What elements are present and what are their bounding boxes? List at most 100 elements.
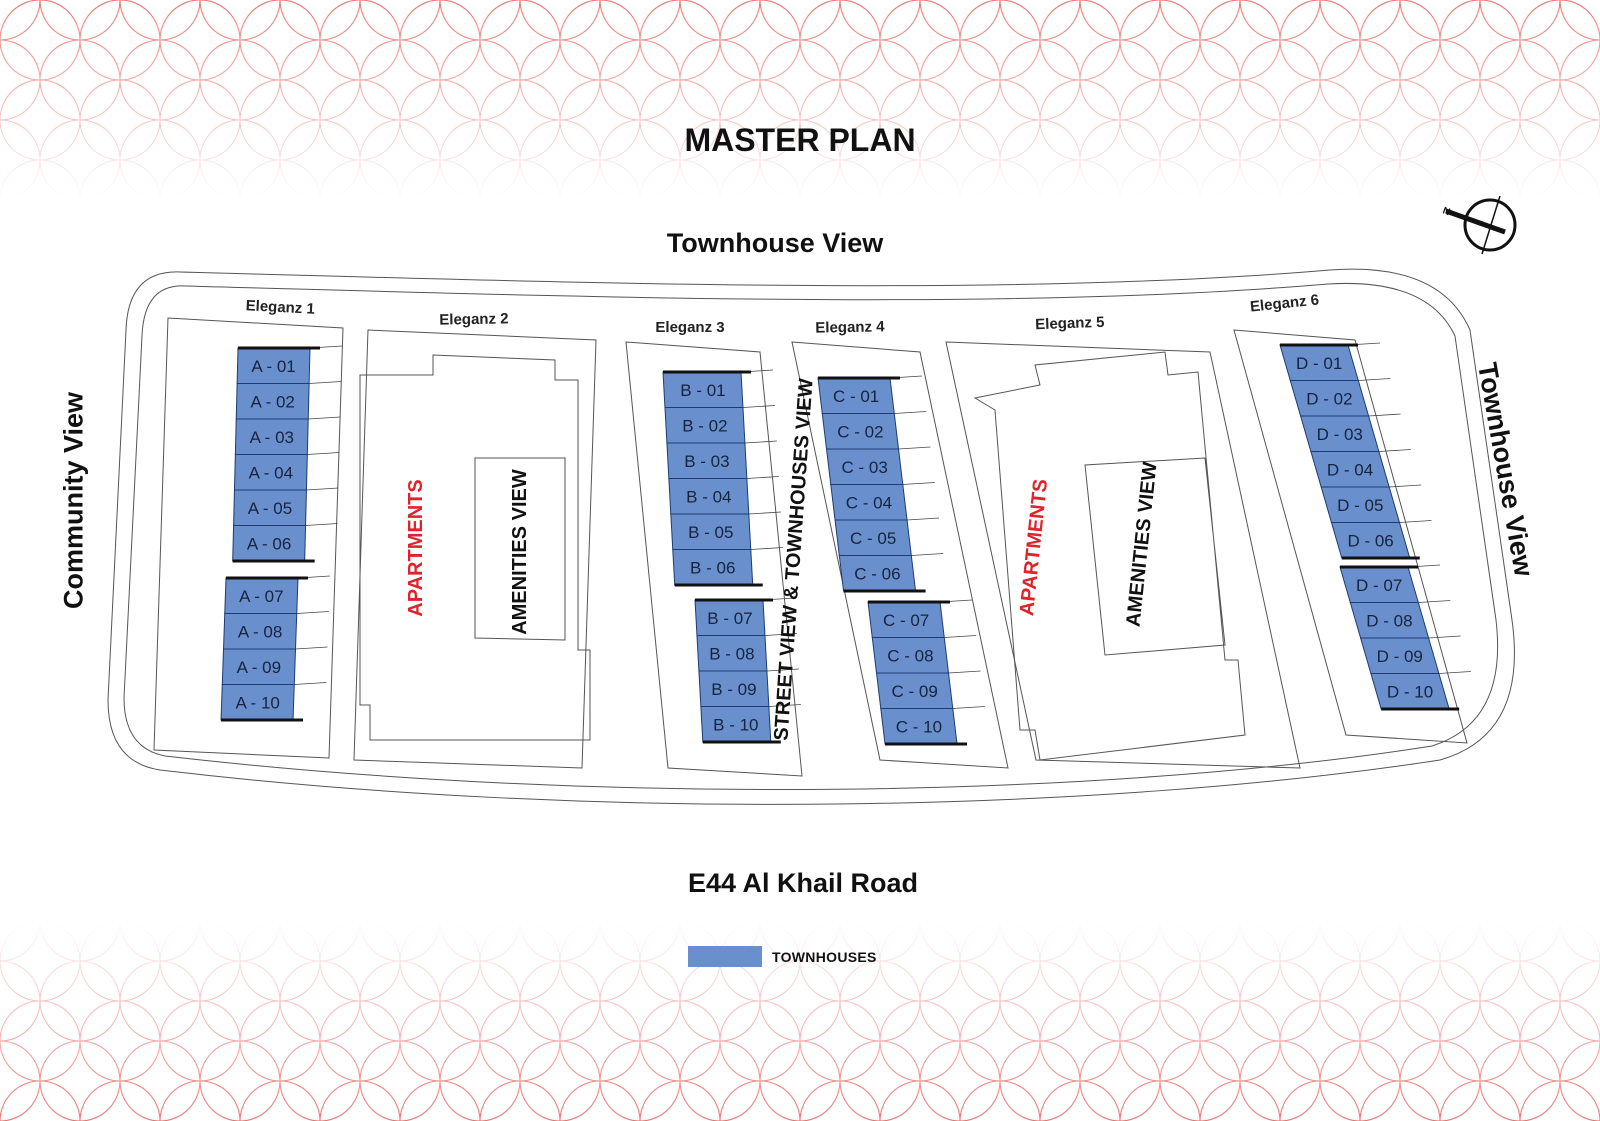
plot-divider <box>309 381 342 384</box>
plot-divider <box>766 668 799 672</box>
compass-needle <box>1445 208 1506 235</box>
apartments-label-eleganz-2: APARTMENTS <box>405 479 427 616</box>
townhouse-unit-label: B - 02 <box>682 416 727 435</box>
plot-divider <box>1418 600 1451 603</box>
plot-divider <box>952 706 985 709</box>
plot-eleganz-3 <box>625 341 803 777</box>
building-label: Eleganz 3 <box>655 319 724 336</box>
townhouse-unit-label: B - 06 <box>690 558 735 577</box>
townhouse-unit-label: A - 05 <box>248 499 292 518</box>
townhouse-unit-label: D - 08 <box>1366 611 1412 630</box>
compass-north-label: N <box>1441 205 1452 218</box>
plot-divider <box>1368 413 1401 417</box>
plot-divider <box>295 646 328 650</box>
townhouse-unit-label: A - 09 <box>237 658 281 677</box>
townhouse-unit-label: D - 07 <box>1356 576 1402 595</box>
building-label: Eleganz 1 <box>245 297 315 318</box>
plot-divider <box>1438 671 1471 674</box>
townhouse-unit-label: C - 09 <box>892 682 938 701</box>
townhouse-unit-label: D - 09 <box>1377 647 1423 666</box>
plot-divider <box>898 446 931 450</box>
townhouse-unit-label: C - 04 <box>846 493 892 512</box>
townhouse-unit-label: D - 06 <box>1347 531 1393 550</box>
townhouse-unit-label: A - 06 <box>247 534 291 553</box>
plot-eleganz-1 <box>153 317 344 759</box>
plot-eleganz-4 <box>791 341 1009 769</box>
townhouse-unit-label: C - 02 <box>837 422 883 441</box>
plot-divider <box>911 553 944 556</box>
left-view-label: Community View <box>58 391 89 610</box>
plot-divider <box>907 517 940 521</box>
plot-divider <box>768 704 801 707</box>
townhouse-unit-label: C - 03 <box>842 458 888 477</box>
townhouse-unit-label: D - 10 <box>1387 682 1433 701</box>
townhouse-unit-label: C - 08 <box>887 646 933 665</box>
building-label: Eleganz 2 <box>439 310 508 328</box>
plot-divider <box>744 440 777 444</box>
plot-divider <box>296 611 329 614</box>
building-label: Eleganz 5 <box>1035 314 1105 333</box>
apartment-footprint-eleganz-5 <box>973 351 1246 761</box>
plot-eleganz-6 <box>1233 329 1468 744</box>
townhouse-unit-label: C - 01 <box>833 387 879 406</box>
amenities-label-eleganz-2: AMENITIES VIEW <box>509 469 531 635</box>
compass-icon: N <box>1441 195 1517 255</box>
top-pattern-band <box>0 0 1600 200</box>
townhouse-unit-label: B - 08 <box>709 644 754 663</box>
plot-divider <box>748 511 781 515</box>
compass-ring <box>1463 198 1517 252</box>
plot-divider <box>294 682 327 685</box>
townhouse-unit-label: C - 10 <box>896 717 942 736</box>
townhouse-unit-label: B - 03 <box>684 452 729 471</box>
plot-divider <box>894 411 927 414</box>
apartments-label-eleganz-5: APARTMENTS <box>1016 478 1052 617</box>
legend-swatch-townhouse <box>688 946 762 967</box>
apartment-footprint-eleganz-2 <box>359 354 591 741</box>
building-label: Eleganz 4 <box>815 318 885 336</box>
plot-divider <box>307 452 340 455</box>
plot-divider <box>1399 520 1432 523</box>
plot-eleganz-5 <box>945 341 1301 769</box>
site-boundary-outer <box>107 268 1515 805</box>
plot-divider <box>746 476 779 479</box>
plot-divider <box>1389 484 1422 488</box>
plot-divider <box>764 633 797 636</box>
plot-divider <box>944 635 977 638</box>
townhouse-unit-label: A - 08 <box>238 622 282 641</box>
plot-eleganz-2 <box>353 329 597 769</box>
plot-divider <box>750 547 783 550</box>
plot-divider <box>742 405 775 408</box>
townhouse-unit-label: D - 02 <box>1306 389 1352 408</box>
plot-divider <box>1358 378 1391 381</box>
top-view-label: Townhouse View <box>666 228 884 258</box>
compass-cross <box>1481 195 1501 255</box>
plot-divider <box>308 416 341 420</box>
townhouse-unit-label: B - 04 <box>686 487 731 506</box>
page-title: MASTER PLAN <box>684 122 916 158</box>
townhouse-unit-label: C - 06 <box>854 564 900 583</box>
townhouse-unit-label: D - 05 <box>1337 496 1383 515</box>
townhouse-unit-label: B - 05 <box>688 523 733 542</box>
townhouse-unit-label: C - 07 <box>883 611 929 630</box>
townhouse-unit-label: B - 01 <box>680 381 725 400</box>
plot-divider <box>305 523 338 526</box>
townhouse-unit-label: D - 03 <box>1317 425 1363 444</box>
townhouse-unit-label: A - 04 <box>249 463 293 482</box>
bottom-pattern-band <box>0 921 1600 1121</box>
townhouse-unit-label: C - 05 <box>850 529 896 548</box>
townhouse-unit-label: B - 07 <box>707 609 752 628</box>
building-label: Eleganz 6 <box>1249 291 1320 315</box>
plot-divider <box>306 487 339 491</box>
plot-divider <box>1428 635 1461 639</box>
legend: TOWNHOUSES <box>688 946 877 967</box>
plot-divider <box>902 482 935 485</box>
plot-divider <box>1378 449 1411 452</box>
townhouse-unit-label: B - 09 <box>711 680 756 699</box>
townhouse-unit-label: A - 03 <box>250 428 294 447</box>
townhouse-unit-label: A - 10 <box>235 693 279 712</box>
townhouse-unit-label: D - 04 <box>1327 460 1373 479</box>
amenities-label-eleganz-5: AMENITIES VIEW <box>1122 461 1161 628</box>
plot-divider <box>948 670 981 674</box>
townhouse-unit-label: A - 01 <box>251 357 295 376</box>
